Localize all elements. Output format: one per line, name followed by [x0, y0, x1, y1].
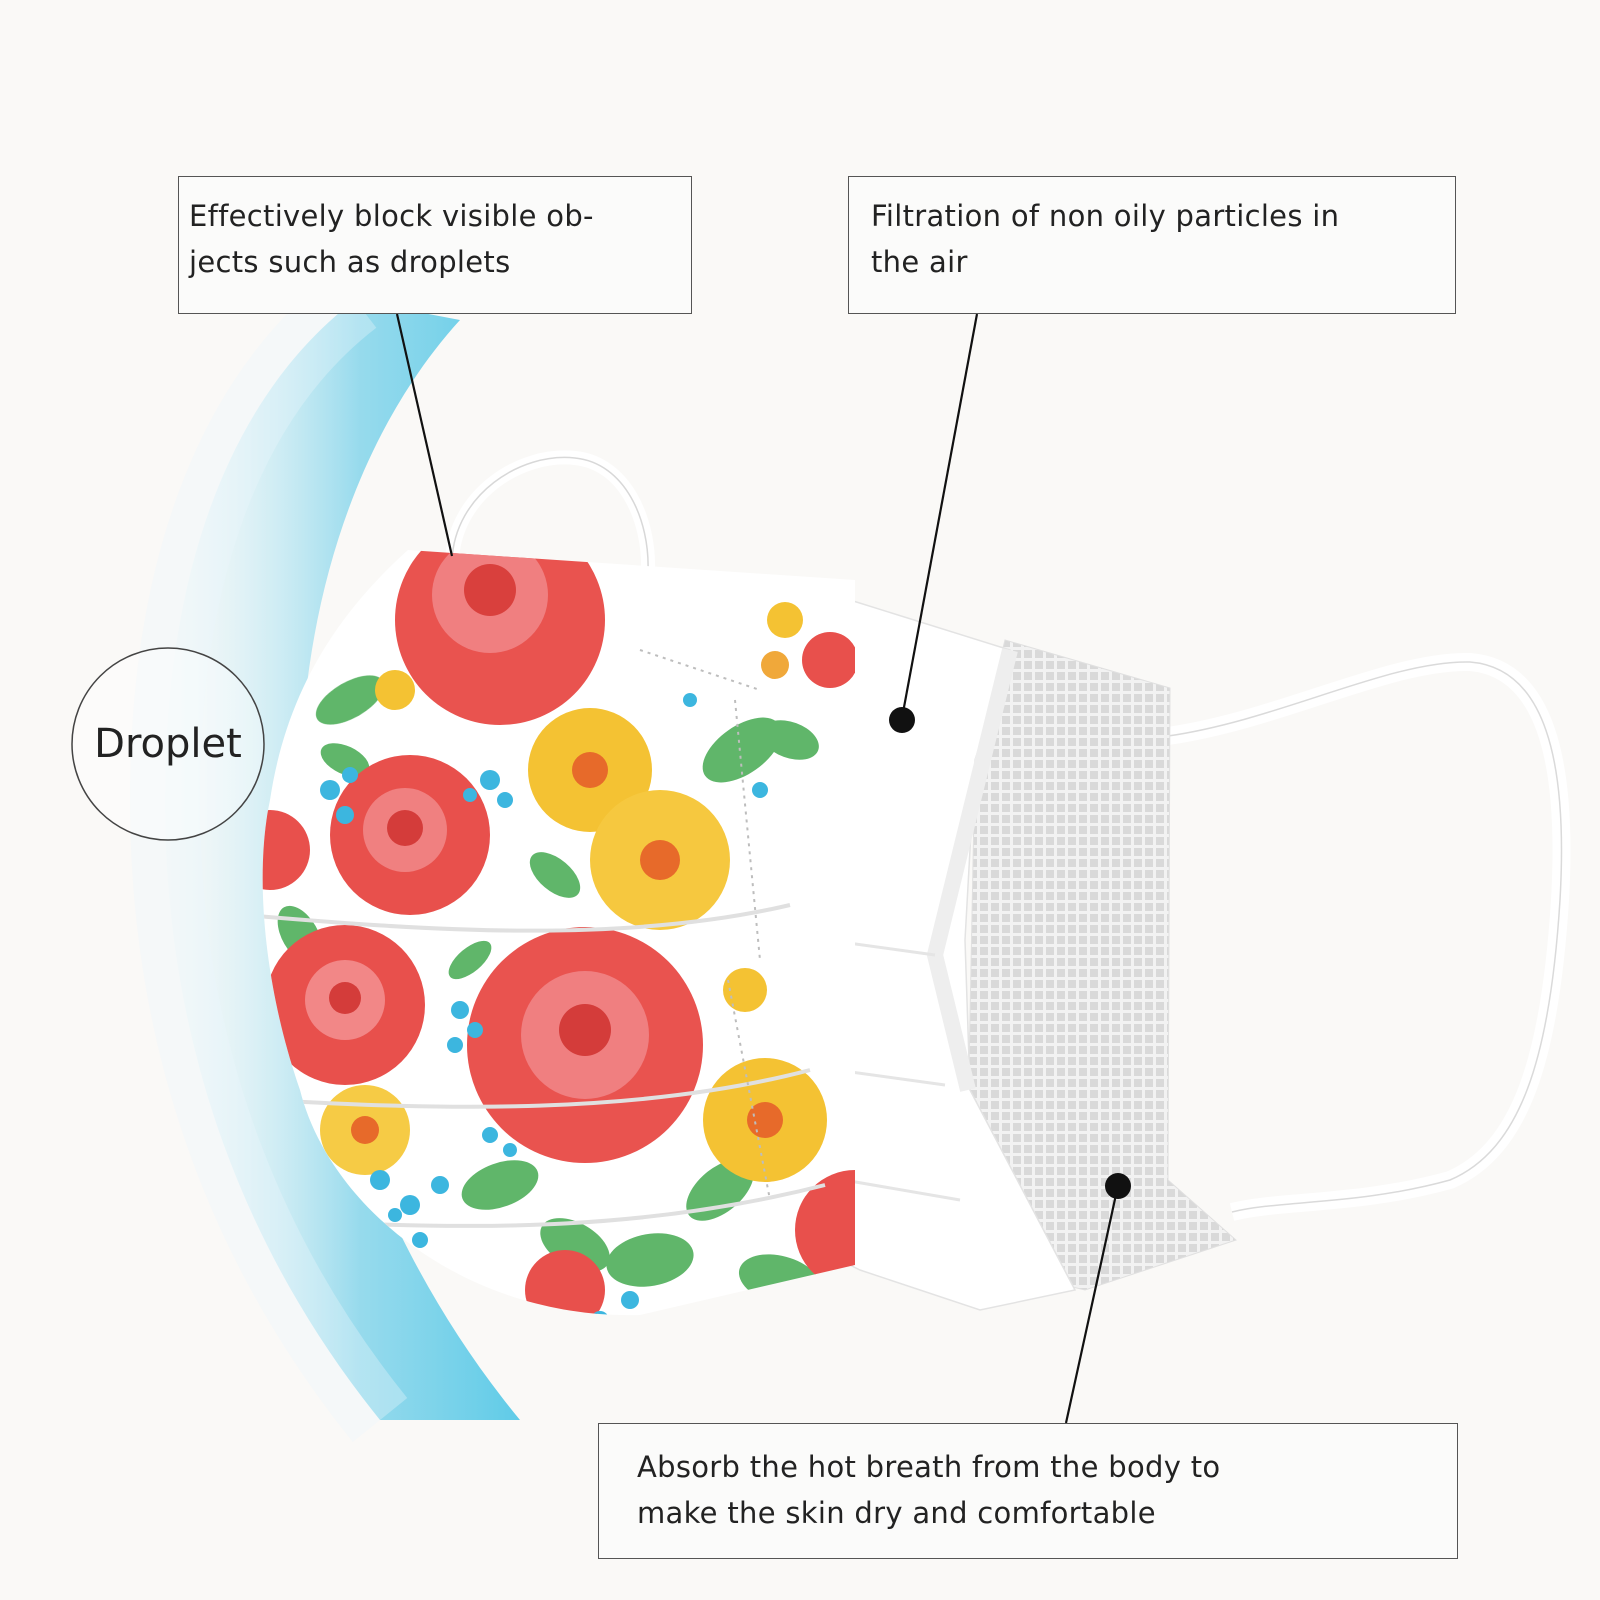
callout-absorb-line2: make the skin dry and comfortable: [637, 1496, 1156, 1530]
inner-mesh-layer: [959, 639, 1237, 1291]
callout-absorb-breath: Absorb the hot breath from the body to m…: [598, 1423, 1458, 1559]
callout-absorb-line1: Absorb the hot breath from the body to: [637, 1450, 1221, 1484]
callout-block-line2: jects such as droplets: [189, 245, 511, 279]
callout-filter-line2: the air: [871, 245, 968, 279]
outer-floral-layer: [262, 550, 855, 1316]
callout-filter-line1: Filtration of non oily particles in: [871, 199, 1340, 233]
callout-block-droplets: Effectively block visible ob- jects such…: [178, 176, 692, 314]
droplet-label: Droplet: [94, 721, 242, 767]
droplet-badge: [71, 647, 265, 841]
leader-lines: [395, 313, 1119, 1424]
marker-inner-layer: [1105, 1173, 1131, 1199]
droplet-glow: [165, 300, 520, 1420]
callout-filtration: Filtration of non oily particles in the …: [848, 176, 1456, 314]
marker-filter-layer: [889, 707, 915, 733]
callout-block-line1: Effectively block visible ob-: [189, 199, 594, 233]
